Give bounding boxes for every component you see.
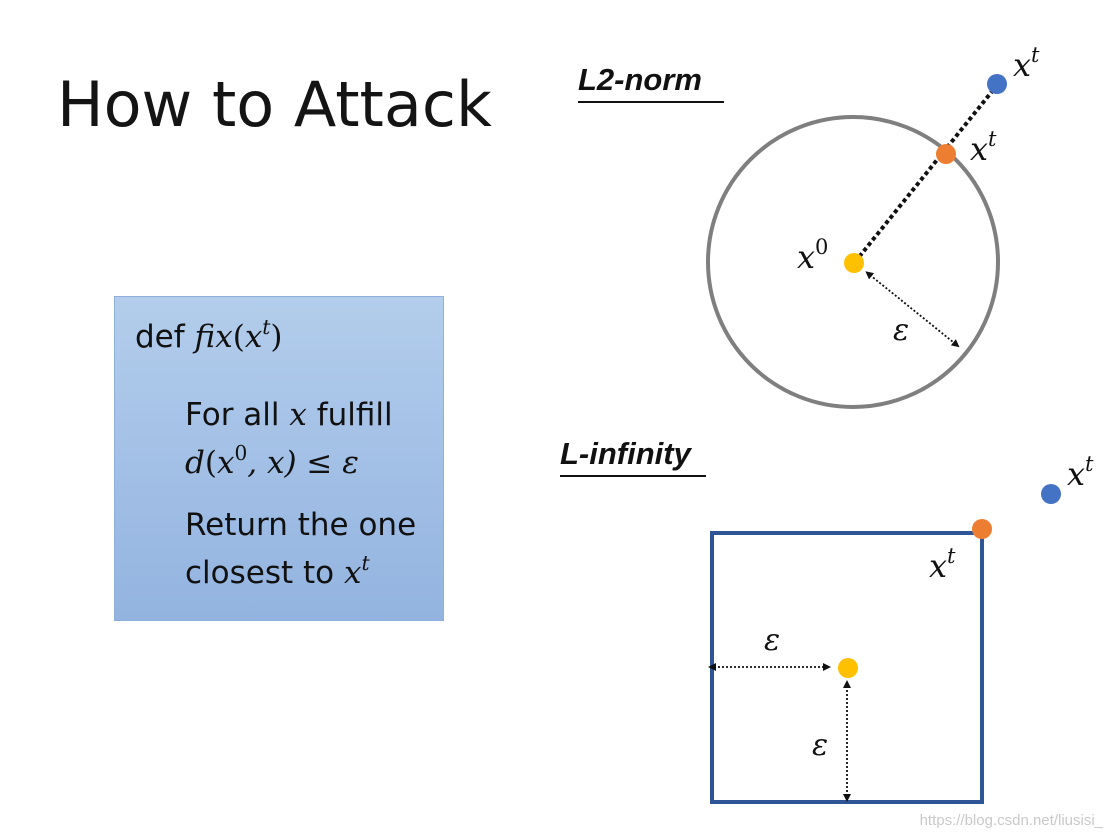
l2-norm-heading: L2-norm <box>578 62 702 97</box>
distance-rest: , x) ≤ ε <box>247 445 359 481</box>
condition-line-1: For all x fulfill <box>185 397 393 433</box>
l-infinity-heading: L-infinity <box>560 436 691 471</box>
l2-projection-line <box>853 82 1000 264</box>
linf-xt-outer-label: xt <box>1067 452 1094 493</box>
function-signature: def fix(xt) <box>135 314 283 355</box>
condition-rest: fulfill <box>316 397 393 433</box>
l2-xt-projected-label: xt <box>970 127 997 168</box>
condition-var: x <box>289 397 307 433</box>
l2-x0-point <box>844 253 864 273</box>
return-var: x <box>344 555 362 591</box>
l2-xt-outer-label: xt <box>1013 43 1040 84</box>
linf-x0-point <box>838 658 858 678</box>
l2-norm-heading-underline <box>578 101 724 103</box>
function-arg-sup: t <box>262 314 271 339</box>
l2-original-xt-point <box>987 74 1007 94</box>
linf-projected-xt-point <box>972 519 992 539</box>
fix-function-box: def fix(xt) For all x fulfill d(x0, x) ≤… <box>114 296 444 621</box>
return-line-1: Return the one <box>185 507 417 543</box>
return-line-2: closest to xt <box>185 553 370 591</box>
return-var-sup: t <box>361 550 370 575</box>
distance-x0-sup: 0 <box>234 440 248 465</box>
linf-original-xt-point <box>1041 484 1061 504</box>
l2-epsilon-ball <box>706 115 1000 409</box>
watermark: https://blog.csdn.net/liusisi_ <box>919 812 1103 829</box>
distance-func: d <box>185 445 205 481</box>
linf-epsilon-horizontal-label: ε <box>764 623 780 658</box>
def-keyword: def <box>135 319 185 355</box>
l2-x0-label: x0 <box>797 235 828 276</box>
condition-line-2: d(x0, x) ≤ ε <box>185 440 359 481</box>
l2-projected-xt-point <box>936 144 956 164</box>
return-text: closest to <box>185 555 335 591</box>
condition-text: For all <box>185 397 280 433</box>
distance-x0: x <box>216 445 235 481</box>
l-infinity-heading-underline <box>560 475 706 477</box>
slide-title: How to Attack <box>57 68 492 141</box>
function-arg: x <box>244 319 263 355</box>
function-name: fix <box>194 319 233 355</box>
linf-xt-projected-label: xt <box>929 544 956 585</box>
l2-epsilon-arrow <box>865 271 960 348</box>
linf-epsilon-vertical-label: ε <box>812 728 828 763</box>
l2-epsilon-label: ε <box>893 313 909 348</box>
